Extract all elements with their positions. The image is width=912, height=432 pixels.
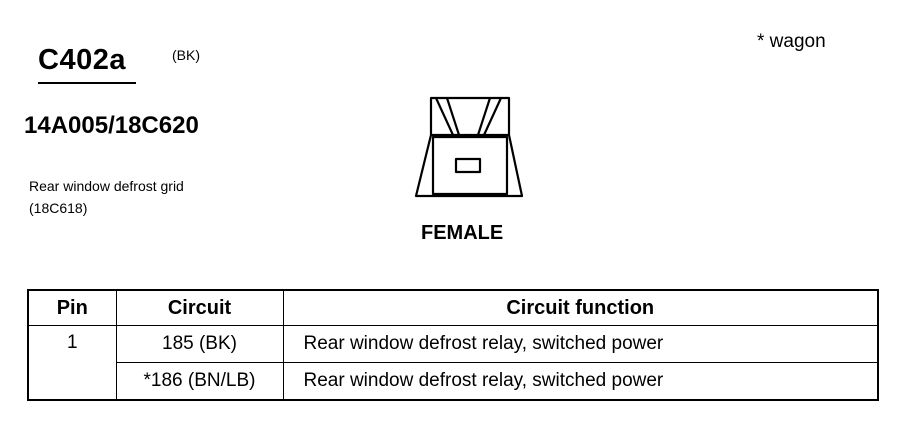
connector-id-underline	[38, 82, 136, 84]
column-header-function: Circuit function	[282, 289, 879, 326]
table-row: 1 185 (BK) Rear window defrost relay, sw…	[27, 325, 879, 401]
table-row: *186 (BN/LB) Rear window defrost relay, …	[28, 362, 879, 401]
connector-color-code: (BK)	[172, 47, 200, 63]
component-part-number: (18C618)	[29, 200, 88, 216]
connector-inner-body	[431, 135, 509, 196]
component-name: Rear window defrost grid	[29, 178, 184, 194]
pin-table: Pin Circuit Circuit function 1 185 (BK) …	[27, 289, 879, 401]
circuit-function: Rear window defrost relay, switched powe…	[282, 325, 879, 363]
variant-note: * wagon	[757, 31, 826, 52]
column-header-circuit: Circuit	[115, 289, 284, 326]
circuit-number: *186 (BN/LB)	[115, 362, 284, 401]
latch-line-right-inner	[476, 97, 492, 136]
table-header-row: Pin Circuit Circuit function	[27, 289, 879, 326]
connector-id: C402a	[38, 44, 126, 76]
latch-line-left	[435, 97, 454, 136]
column-header-pin: Pin	[27, 289, 117, 326]
latch-line-left-inner	[445, 97, 461, 136]
circuit-number: 185 (BK)	[115, 325, 284, 363]
terminal-slot	[454, 157, 482, 174]
connector-face-drawing	[414, 96, 524, 198]
part-numbers: 14A005/18C620	[24, 112, 199, 139]
latch-line-right	[483, 97, 502, 136]
pin-number: 1	[27, 325, 117, 401]
connector-gender-label: FEMALE	[421, 222, 504, 244]
component-description: Rear window defrost grid (18C618)	[29, 175, 184, 219]
circuit-function: Rear window defrost relay, switched powe…	[282, 362, 879, 401]
